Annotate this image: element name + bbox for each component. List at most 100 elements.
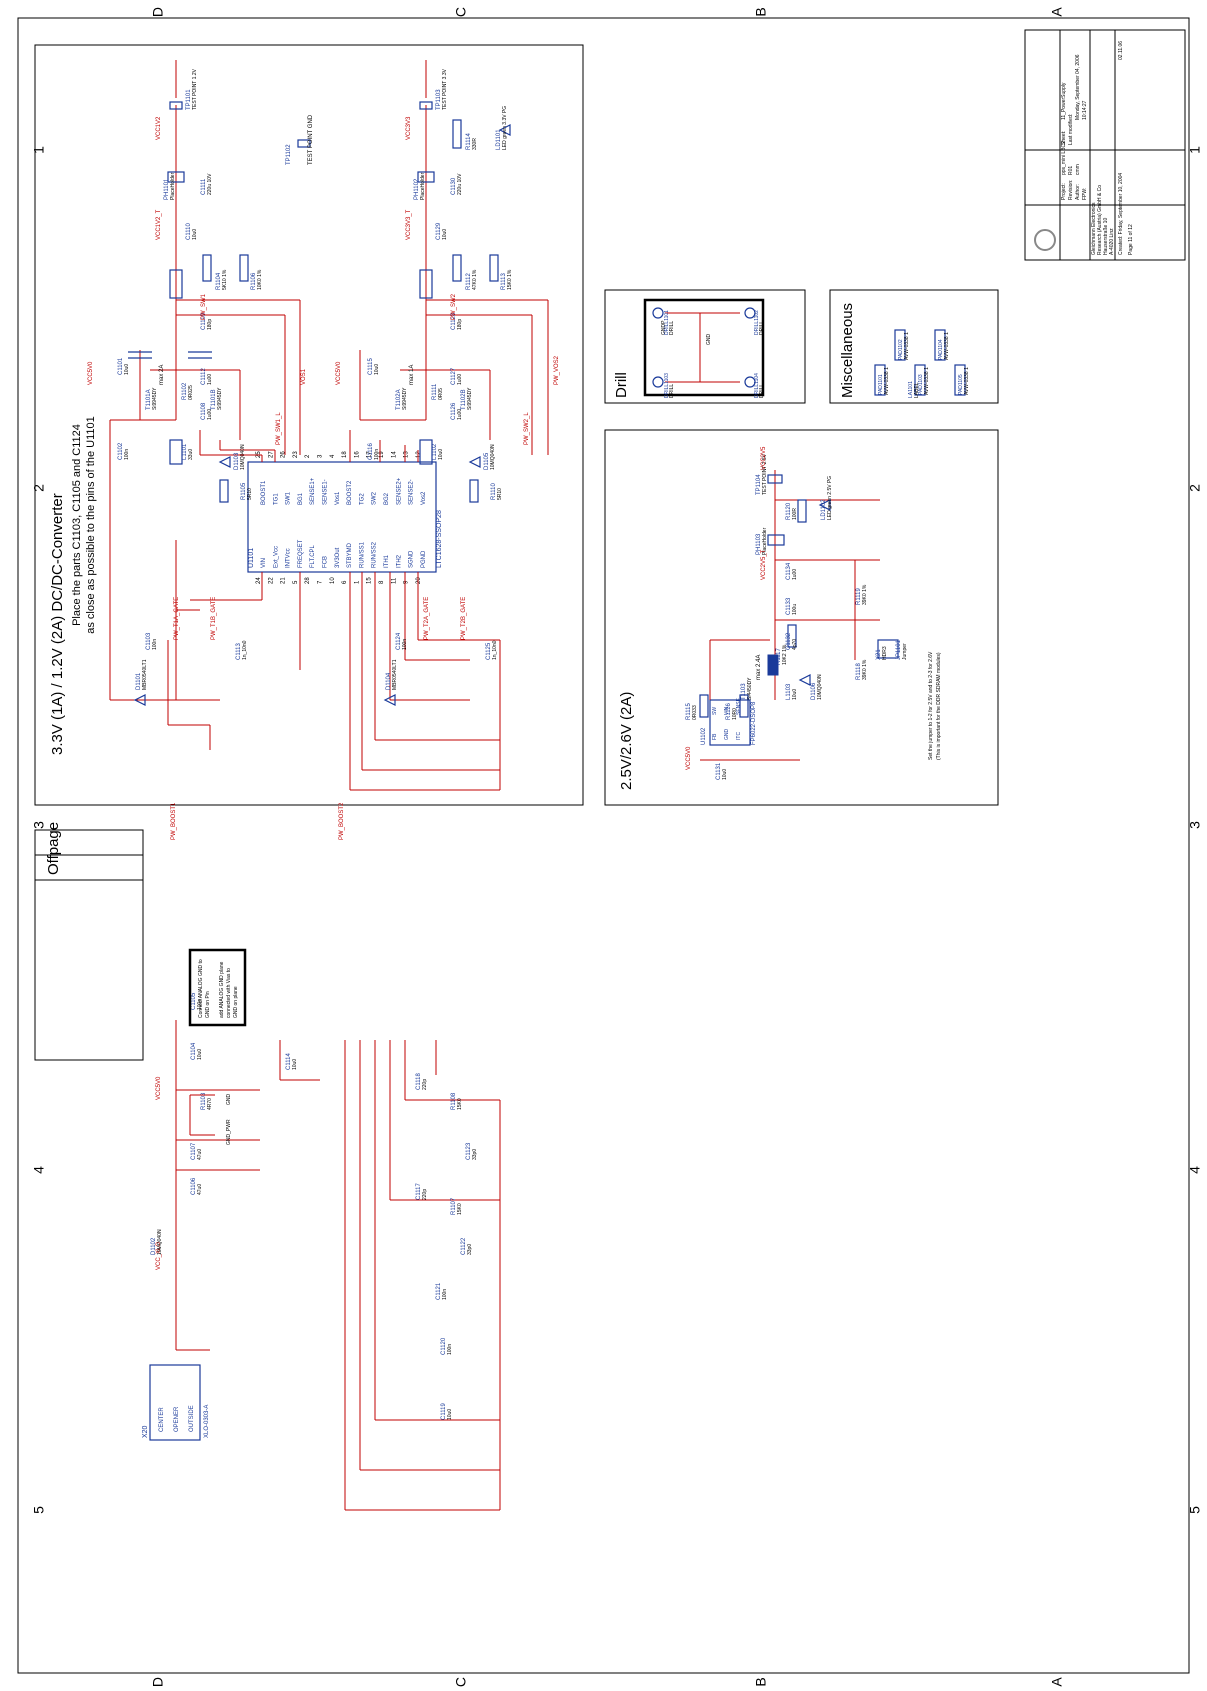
net-boost1: PW_BOOST1 xyxy=(171,802,177,840)
u1101-part: LTC1628-SSOP28 xyxy=(436,510,443,568)
bottom-part-val: 15K0 xyxy=(457,1203,463,1215)
zone-number-4-right: 4 xyxy=(1187,1166,1203,1174)
net-vos1: VOS1 xyxy=(301,368,307,385)
drill-section-box xyxy=(604,289,806,404)
offpage-note-line: add ANALOG GND plane xyxy=(219,961,225,1018)
u1101-pin-number: 4 xyxy=(330,454,336,458)
net-boost2: PW_BOOST2 xyxy=(339,802,345,840)
ldo-part-val: 10MQ040N xyxy=(817,674,823,700)
ch2-ref: C1125 xyxy=(486,642,492,660)
ch2-ref: R1112 xyxy=(466,273,472,290)
ld1101-shape xyxy=(498,124,511,136)
zone-number-5-left: 5 xyxy=(31,1506,47,1514)
ch1-ref: R1102 xyxy=(182,382,188,400)
u1101-pin-name: SENSE1+ xyxy=(310,477,316,505)
ch2-val: PlaceHolder xyxy=(420,172,426,200)
ldo-part-val: 10R0 xyxy=(732,708,738,720)
bottom-part-val: 10MQ040N xyxy=(157,1229,163,1255)
r1104-shape xyxy=(202,254,212,282)
drill1101-icon xyxy=(652,307,664,319)
u1101-pin-name: ITH2 xyxy=(396,554,402,568)
net-vos2: PW_VOS2 xyxy=(554,355,560,385)
ldo-part-ref: JP1101 xyxy=(896,639,902,660)
zone-number-3-left: 3 xyxy=(31,821,47,829)
bottom-part-ref: R1107 xyxy=(451,1197,457,1215)
u1102-ic xyxy=(709,699,751,746)
r1116-shape xyxy=(739,694,749,718)
ldo-part-ref: C1134 xyxy=(786,562,792,580)
x20-connector: X20 XLO-0303-A CENTER OPENER OUTSIDE xyxy=(142,1364,210,1441)
ch2-ref: L1102 xyxy=(432,443,438,460)
l1103-shape xyxy=(767,654,779,676)
net-t1b-gate: PW_T1B_GATE xyxy=(211,597,217,640)
u1102-ref: U1102 xyxy=(701,727,707,745)
ch1-val: 1n_10n0 xyxy=(242,640,248,660)
title-block-labels: Project:pps_mini LBC2Revision:R01Author:… xyxy=(1061,41,1134,255)
ch2-val: 10MQ040N xyxy=(490,444,496,470)
offpage-section: GND GND_PWR xyxy=(188,948,247,1145)
ch2-ref: C1130 xyxy=(451,177,457,195)
ch2-ref: R1114 xyxy=(466,133,472,150)
bottom-part-val: 47u0 xyxy=(197,1149,203,1160)
zone-number-1-left: 1 xyxy=(31,146,47,154)
ch2-ref: C1129 xyxy=(436,222,442,240)
u1101-pin-name: SGND xyxy=(409,550,415,568)
tp1102-ref: TP1102 xyxy=(286,144,292,165)
title-sheet-value: 11_PowerSupply xyxy=(1061,82,1067,120)
u1101-pin-number: 19 xyxy=(379,451,385,458)
ch2-ref: D1104 xyxy=(386,672,392,690)
ch2-val: 220u 10V xyxy=(457,173,463,195)
vcc5v0-label-2: VCC5V0 xyxy=(336,361,342,385)
tp1101-shape xyxy=(169,101,183,110)
ch2-ref: D1105 xyxy=(484,452,490,470)
ldo-part-val: TEST POINT 2.5V xyxy=(762,453,768,495)
misc-pad-shape xyxy=(954,364,966,396)
zone-number-1-right: 1 xyxy=(1187,146,1203,154)
ch1-ref: C1111 xyxy=(201,178,207,195)
title-field-label: Author: xyxy=(1075,184,1081,200)
ldo-note-2: (This is important for the DDR SDRAM mod… xyxy=(936,652,942,760)
l1102-shape xyxy=(419,439,433,465)
title-modified-label: Last modified: xyxy=(1068,114,1074,145)
company-logo-icon xyxy=(1034,229,1056,251)
u1101-pin-name: FREQSET xyxy=(298,539,304,568)
net-sw2: PW_SW2 xyxy=(451,293,457,320)
offpage-note-line: connected with Vias to xyxy=(226,968,232,1018)
zone-number-2-left: 2 xyxy=(31,484,47,492)
ldo-part-val: PlaceHolder xyxy=(762,527,768,555)
net-sw2-l: PW_SW2_L xyxy=(524,412,530,445)
title-field-value: cmm xyxy=(1075,164,1081,175)
drill-title: Drill xyxy=(613,372,630,398)
net-t1a-gate: PW_T1A_GATE xyxy=(174,597,180,640)
d1103-shape xyxy=(218,456,231,468)
ch2-ref: C1127 xyxy=(451,367,457,385)
ch2-val: 100n xyxy=(402,639,408,650)
ldo-part-val: Si4450DY xyxy=(747,677,753,700)
r1113-shape xyxy=(489,254,499,282)
vcc5v0-label-ldo: VCC5V0 xyxy=(686,746,692,770)
max1-label: max 2A xyxy=(159,365,165,385)
ch2-ref: R1113 xyxy=(501,273,507,290)
drill-gndp-label: GNDP xyxy=(661,320,667,335)
ldo-part-val: 39K0 1% xyxy=(862,659,868,680)
ch1-ref: C1113 xyxy=(236,643,242,660)
ch1-ref: R1104 xyxy=(216,272,222,290)
ch1-ref: C1112 xyxy=(201,368,207,385)
ch2-val: TEST POINT 3.3V xyxy=(442,68,448,110)
placement-note-line-1: Place the parts C1103, C1105 and C1124 xyxy=(71,424,83,626)
offpage-gnd-label: GND xyxy=(226,1094,232,1106)
tp1102-val: TEST POINT GND xyxy=(308,114,314,165)
vcc3v3-t-label: VCC3V3_T xyxy=(406,209,412,240)
vcc1v2-label: VCC1V2 xyxy=(156,116,162,140)
zone-letter-d-bottom: D xyxy=(150,1677,166,1687)
u1102-pin-name: ITC xyxy=(736,732,742,740)
bottom-part-ref: C1122 xyxy=(461,1237,467,1255)
ch1-ref: T1101B xyxy=(211,389,217,410)
title-field-label: Revision: xyxy=(1068,179,1074,200)
ph1101-shape xyxy=(167,171,185,183)
offpage-gnd-pwr-label: GND_PWR xyxy=(226,1119,232,1145)
misc-pad-shape xyxy=(874,364,886,396)
ldo-part-ref: PH1103 xyxy=(756,533,762,555)
zone-letter-b-top: B xyxy=(753,7,769,16)
